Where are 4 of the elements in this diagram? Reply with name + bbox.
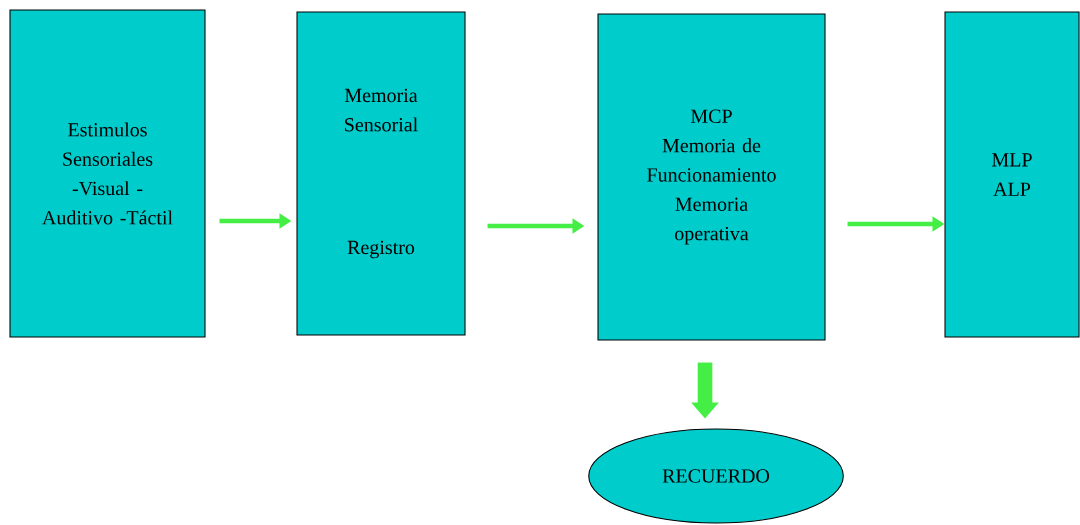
- process-box: Memoria Sensorial Registro: [296, 11, 466, 336]
- process-box: MCP Memoria de Funcionamiento Memoria operativa: [597, 13, 826, 341]
- process-box: MLP ALP: [944, 11, 1080, 338]
- process-box: Estimulos Sensoriales -Visual -Auditivo -Táctil: [9, 9, 206, 338]
